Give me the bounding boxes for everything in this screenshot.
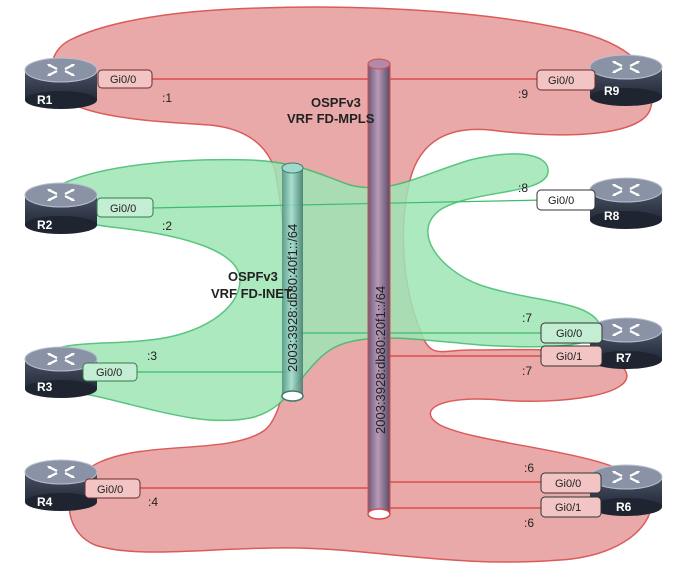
r8-host-label: :8 [518, 181, 528, 195]
mpls-links [140, 78, 555, 509]
r1-interface[interactable]: Gi0/0 [97, 69, 153, 89]
r9-interface-label: Gi0/0 [548, 75, 574, 87]
r6-interface-gi01[interactable]: Gi0/1 [540, 496, 602, 518]
router-r2-name: R2 [37, 218, 53, 232]
r6-interface-gi01-label: Gi0/1 [555, 502, 581, 514]
r3-interface[interactable]: Gi0/0 [82, 362, 138, 382]
r2-interface-label: Gi0/0 [110, 203, 136, 215]
r1-interface-label: Gi0/0 [110, 74, 136, 86]
r7-host-label-b: :7 [522, 364, 532, 378]
inet-links [135, 199, 546, 373]
r3-host-label: :3 [147, 349, 157, 363]
router-icon [588, 53, 664, 108]
r6-host-label-a: :6 [524, 461, 534, 475]
r9-host-label: :9 [518, 87, 528, 101]
router-r4[interactable]: R4 [23, 458, 99, 513]
r4-host-label: :4 [148, 495, 158, 509]
router-r8[interactable]: R8 [588, 176, 664, 231]
r8-interface[interactable]: Gi0/0 [536, 189, 596, 211]
r7-interface-gi01[interactable]: Gi0/1 [540, 345, 603, 367]
r7-interface-gi01-label: Gi0/1 [556, 351, 582, 363]
r4-interface[interactable]: Gi0/0 [84, 478, 141, 499]
inet-subnet-label: 2003:3928:db80:40f1::/64 [285, 224, 300, 372]
inet-domain-area [39, 153, 602, 422]
router-icon [23, 181, 99, 236]
router-r8-name: R8 [604, 209, 620, 223]
router-r6[interactable]: R6 [588, 463, 664, 518]
r8-interface-label: Gi0/0 [548, 195, 574, 207]
r9-interface[interactable]: Gi0/0 [536, 69, 596, 91]
router-r9[interactable]: R9 [588, 53, 664, 108]
r7-interface-gi00-label: Gi0/0 [556, 328, 582, 340]
mpls-subnet-label: 2003:3928:db80:20f1::/64 [373, 286, 388, 434]
r1-host-label: :1 [162, 91, 172, 105]
router-r1-name: R1 [37, 93, 53, 107]
router-r6-name: R6 [616, 500, 632, 514]
inet-domain-vrf: VRF FD-INET [211, 286, 292, 301]
mpls-domain-title: OSPFv3 [311, 95, 361, 110]
inet-domain-title: OSPFv3 [228, 269, 278, 284]
router-r3-name: R3 [37, 380, 53, 394]
r6-interface-gi00-label: Gi0/0 [555, 478, 581, 490]
r2-host-label: :2 [162, 219, 172, 233]
router-r7[interactable]: R7 [588, 316, 664, 371]
router-icon [588, 176, 664, 231]
router-icon [23, 56, 99, 111]
r2-interface[interactable]: Gi0/0 [96, 197, 154, 218]
r7-host-label-a: :7 [522, 311, 532, 325]
router-r3[interactable]: R3 [23, 345, 99, 400]
inet-subnet-pipe: 2003:3928:db80:40f1::/64 [281, 162, 304, 402]
link-r2-r8 [149, 199, 546, 209]
mpls-subnet-pipe: 2003:3928:db80:20f1::/64 [367, 58, 391, 520]
r3-interface-label: Gi0/0 [96, 367, 122, 379]
r7-interface-gi00[interactable]: Gi0/0 [540, 322, 603, 344]
router-r4-name: R4 [37, 495, 53, 509]
router-r9-name: R9 [604, 84, 620, 98]
r6-interface-gi00[interactable]: Gi0/0 [540, 472, 602, 494]
router-r2[interactable]: R2 [23, 181, 99, 236]
router-r1[interactable]: R1 [23, 56, 99, 111]
r6-host-label-b: :6 [524, 516, 534, 530]
mpls-domain-vrf: VRF FD-MPLS [287, 111, 375, 126]
router-r7-name: R7 [616, 351, 632, 365]
r4-interface-label: Gi0/0 [97, 484, 123, 496]
